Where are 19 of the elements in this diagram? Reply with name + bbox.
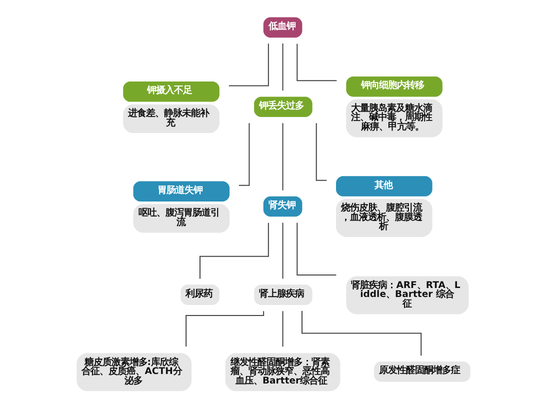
connector bbox=[282, 44, 283, 91]
connector bbox=[282, 311, 283, 347]
connector bbox=[228, 44, 268, 86]
connector bbox=[199, 222, 268, 279]
node-box: 肾脏疾病：ARF、RTA、Liddle、Bartter 综合征 bbox=[346, 276, 468, 314]
connector bbox=[282, 123, 283, 190]
connector bbox=[282, 222, 283, 279]
node-box: 原发性醛固酮增多症 bbox=[374, 362, 470, 382]
connector bbox=[296, 222, 336, 276]
node-box: 钾丢失过多 bbox=[254, 96, 312, 117]
connector bbox=[185, 311, 264, 347]
node-box: 肾失钾 bbox=[262, 196, 302, 217]
connector bbox=[301, 310, 422, 356]
node-box: 糖皮质激素增多:库欣综合征、皮质癌、ACTH分泌多 bbox=[76, 353, 192, 392]
connector bbox=[296, 44, 336, 82]
node-box: 低血钾 bbox=[262, 17, 302, 38]
node-box: 肾上腺疾病 bbox=[254, 284, 312, 305]
node-box: 利尿药 bbox=[180, 284, 219, 305]
node-box: 继发性醛固酮增多：肾素瘤、肾动脉狭窄、恶性高血压、Bartter综合征 bbox=[224, 353, 340, 392]
